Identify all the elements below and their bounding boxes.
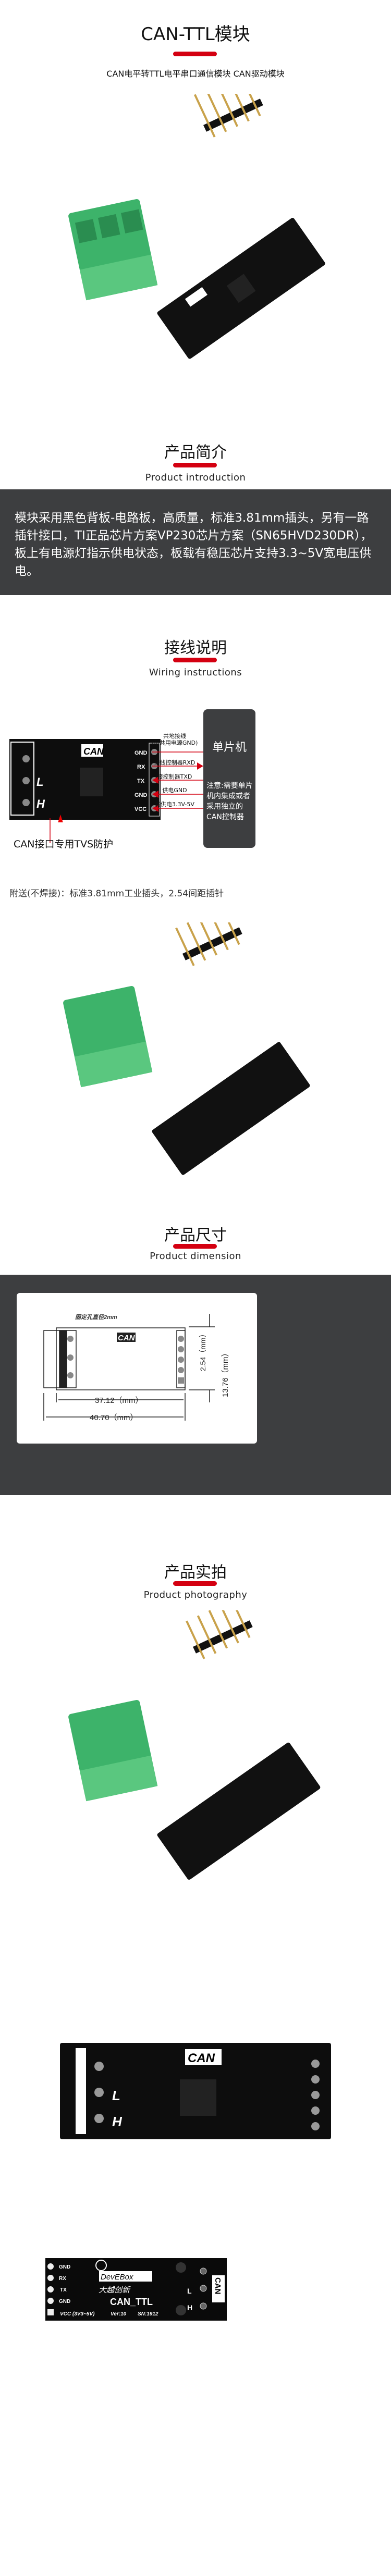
pin-header (193, 94, 263, 138)
can-h-label: H (36, 797, 45, 810)
wiring-title: 接线说明 (164, 639, 227, 657)
photo-underline (173, 1581, 217, 1586)
can-logo: CAN (83, 746, 104, 757)
intro-title-en: Product introduction (145, 472, 246, 483)
back-pin-vcc: VCC (3V3~5V) (60, 2311, 95, 2317)
product-photo-1 (68, 94, 325, 359)
dimension-card: CAN 固定孔直径2mm 37.12（mm） 40.70（mm） 2.54（mm… (17, 1293, 257, 1444)
front-l-label: L (112, 2088, 120, 2103)
dim-can-logo: CAN (118, 1334, 136, 1342)
pin-gnd-label: GND (135, 750, 148, 756)
photo-title-en: Product photography (143, 1589, 248, 1600)
back-version: Ver:10 (111, 2311, 127, 2317)
board-width: 13.76（mm） (221, 1349, 230, 1397)
product-photo-3 (68, 1610, 321, 1880)
note-power-gnd: 供电GND (162, 787, 187, 794)
front-h-label: H (112, 2114, 123, 2129)
product-photo-2 (63, 922, 310, 1175)
note-txd: 接控制器TXD (157, 773, 192, 780)
accessory-note: 附送(不焊接)：标准3.81mm工业插头，2.54间距插针 (9, 889, 224, 899)
hole-note: 固定孔直径2mm (75, 1314, 117, 1321)
board-front-diagram: L H CAN GND RX TX GND VCC (9, 739, 161, 822)
photo-title: 产品实拍 (164, 1563, 227, 1582)
note-vcc: 宽供电3.3V-5V (155, 801, 194, 808)
wiring-underline (173, 658, 217, 662)
wiring-arrows (50, 751, 203, 843)
back-can-label: CAN (213, 2277, 222, 2295)
pin-gnd2-label: GND (135, 792, 148, 798)
pin-rx-label: RX (137, 764, 145, 770)
note-rxd: 接线控制器RXD (154, 759, 196, 766)
title-underline (173, 52, 217, 56)
mcu-box: 单片机 注意:需要单片机内集成或者采用独立的CAN控制器 (203, 709, 255, 848)
front-can-logo: CAN (188, 2051, 215, 2065)
dimension-title: 产品尺寸 (164, 1226, 227, 1244)
pin-vcc-label: VCC (135, 806, 146, 812)
board-length: 37.12（mm） (95, 1396, 143, 1405)
intro-underline (173, 463, 217, 467)
dimension-drawing: CAN 固定孔直径2mm 37.12（mm） 40.70（mm） 2.54（mm… (43, 1314, 230, 1422)
back-h-label: H (187, 2303, 192, 2312)
product-photo-front: L H CAN (60, 2043, 331, 2139)
brand-logo: DevEBox (101, 2273, 133, 2282)
mcu-title: 单片机 (212, 741, 247, 754)
intro-body: 模块采用黑色背板-电路板，高质量，标准3.81mm插头，另有一路插针接口，TI正… (0, 489, 391, 595)
note-gnd: 共地接线 (可共用电源GND) (151, 733, 198, 746)
back-l-label: L (187, 2287, 192, 2295)
product-photo-back: GND RX TX GND VCC (3V3~5V) Ver:10 SN:191… (45, 2258, 227, 2321)
dimension-title-en: Product dimension (150, 1251, 241, 1262)
brand-cn: 大越创新 (99, 2286, 131, 2295)
terminal-block (68, 199, 158, 301)
mcu-note: 注意:需要单片机内集成或者采用独立的CAN控制器 (206, 782, 253, 821)
back-pin-gnd2: GND (59, 2299, 70, 2304)
back-serial: SN:1912 (138, 2311, 158, 2317)
pin-tx-label: TX (137, 778, 145, 784)
back-pin-rx: RX (59, 2276, 66, 2282)
back-pin-tx: TX (60, 2287, 67, 2293)
back-pin-gnd: GND (59, 2264, 70, 2270)
total-length: 40.70（mm） (90, 1413, 138, 1422)
page-title: CAN-TTL模块 (141, 24, 250, 45)
can-l-label: L (36, 775, 43, 788)
intro-title: 产品简介 (164, 443, 227, 462)
dimension-underline (173, 1244, 217, 1249)
page-subtitle: CAN电平转TTL电平串口通信模块 CAN驱动模块 (106, 69, 285, 79)
pcb-board (157, 218, 325, 359)
wiring-title-en: Wiring instructions (149, 667, 242, 678)
pin-pitch: 2.54（mm） (199, 1330, 207, 1371)
model-label: CAN_TTL (110, 2297, 153, 2307)
tvs-note: CAN接口专用TVS防护 (14, 839, 114, 850)
